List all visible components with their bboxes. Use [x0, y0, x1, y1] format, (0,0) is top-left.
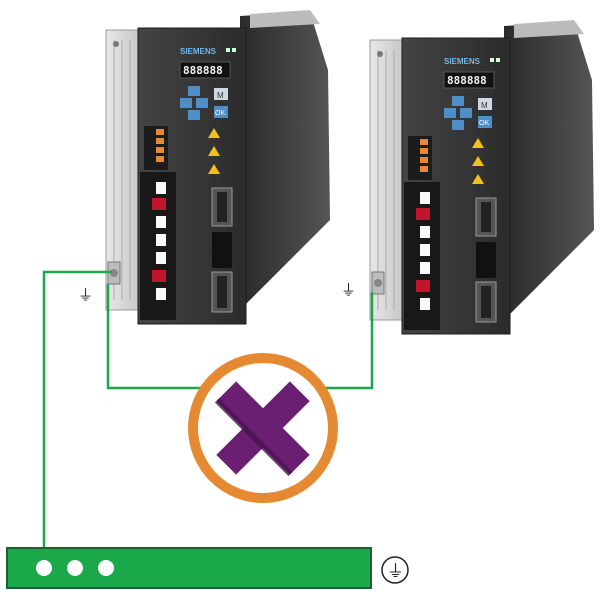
- key-ok-button[interactable]: [214, 106, 228, 118]
- key-mode-button[interactable]: [214, 88, 228, 100]
- key-mode-label: M: [217, 91, 224, 100]
- display-readout: 888888: [183, 64, 223, 77]
- key-ok-label: OK: [479, 120, 489, 127]
- key-right-icon[interactable]: [196, 98, 208, 108]
- keypad: M OK: [444, 96, 492, 130]
- brand-label: SIEMENS: [180, 47, 217, 56]
- drive-side-panel: [240, 12, 330, 310]
- key-left-icon[interactable]: [180, 98, 192, 108]
- ground-wire-bus: [42, 270, 112, 552]
- key-mode-label: M: [481, 101, 488, 110]
- key-mode-button[interactable]: [478, 98, 492, 110]
- warning-icon: [472, 156, 484, 166]
- bus-terminal: [36, 560, 52, 576]
- brand-label: SIEMENS: [444, 57, 481, 66]
- key-ok-label: OK: [215, 110, 225, 117]
- ground-symbol-ring: [381, 556, 409, 584]
- warning-icon: [472, 174, 484, 184]
- warning-icon: [208, 128, 220, 138]
- keypad: M OK: [180, 86, 228, 120]
- key-up-icon[interactable]: [452, 96, 464, 106]
- bus-terminal: [98, 560, 114, 576]
- servo-drive-left: SIEMENS 888888 M OK: [105, 10, 330, 325]
- ground-symbol-bus: ⏚: [387, 562, 404, 581]
- seven-segment-display: [443, 71, 495, 89]
- prohibited-cross-icon: [188, 353, 338, 503]
- key-right-icon[interactable]: [460, 108, 472, 118]
- ground-symbol-drive-left: ⏚: [78, 287, 93, 304]
- servo-drive-right: SIEMENS 888888 M OK: [369, 20, 594, 335]
- drive-side-panel: [504, 22, 594, 320]
- mount-hole-icon: [113, 41, 119, 47]
- warning-icon: [208, 164, 220, 174]
- key-down-icon[interactable]: [188, 110, 200, 120]
- key-up-icon[interactable]: [188, 86, 200, 96]
- key-ok-button[interactable]: [478, 116, 492, 128]
- warning-icon: [472, 138, 484, 148]
- bus-terminal: [67, 560, 83, 576]
- key-left-icon[interactable]: [444, 108, 456, 118]
- mount-hole-icon: [377, 51, 383, 57]
- display-readout: 888888: [447, 74, 487, 87]
- seven-segment-display: [179, 61, 231, 79]
- key-down-icon[interactable]: [452, 120, 464, 130]
- ground-symbol-drive-right: ⏚: [341, 282, 356, 299]
- ground-bus-bar: [6, 547, 372, 589]
- warning-icon: [208, 146, 220, 156]
